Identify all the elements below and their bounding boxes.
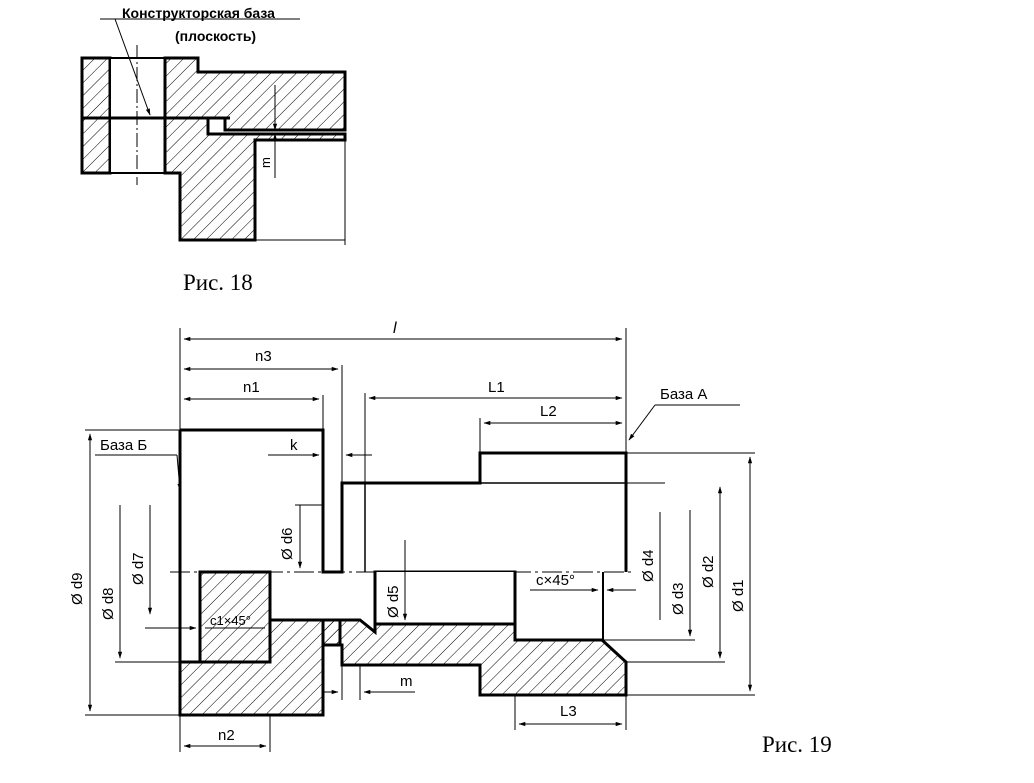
dim-d9: Ø d9 bbox=[69, 572, 86, 605]
dim-L1: L1 bbox=[488, 379, 505, 396]
dim-d3: Ø d3 bbox=[670, 582, 687, 615]
base-b-label: База Б bbox=[100, 437, 147, 454]
dim-chamfer-c1: c1×45° bbox=[210, 613, 251, 628]
fig18-caption: Рис. 18 bbox=[183, 270, 253, 295]
figure-18: m Конструкторская база (плоскость) Рис. … bbox=[80, 5, 347, 295]
dim-d7: Ø d7 bbox=[130, 552, 147, 585]
dim-k: k bbox=[290, 437, 298, 454]
fig19-bore-d5 bbox=[375, 572, 515, 624]
dim-chamfer-c: c×45° bbox=[536, 572, 575, 589]
dim-d2: Ø d2 bbox=[700, 555, 717, 588]
dim-L3: L3 bbox=[560, 703, 577, 720]
fig19-caption: Рис. 19 bbox=[762, 732, 832, 757]
figure-19: l n3 n1 L1 L2 База А База Б k Ø d9 bbox=[69, 320, 832, 757]
dim-d1: Ø d1 bbox=[730, 579, 747, 612]
dim-d5: Ø d5 bbox=[385, 585, 402, 618]
dim-n1: n1 bbox=[243, 379, 260, 396]
fig18-left-lower-section bbox=[80, 116, 112, 175]
fig18-lower-part bbox=[163, 116, 347, 242]
fig19-outline-upper bbox=[180, 428, 628, 574]
base-a-label: База А bbox=[660, 386, 707, 403]
dim-l: l bbox=[393, 320, 397, 337]
dim-L2: L2 bbox=[540, 403, 557, 420]
fig18-left-upper-section bbox=[80, 56, 112, 120]
dim-n2: n2 bbox=[218, 727, 235, 744]
dim-d6: Ø d6 bbox=[279, 527, 296, 560]
fig19-section-left bbox=[178, 570, 342, 717]
fig18-title-line2: (плоскость) bbox=[175, 28, 256, 44]
dim-d4: Ø d4 bbox=[640, 549, 657, 582]
fig18-dim-m: m bbox=[258, 157, 273, 168]
fig18-title-line1: Конструкторская база bbox=[122, 5, 275, 21]
dim-m: m bbox=[400, 673, 413, 690]
dim-d8: Ø d8 bbox=[100, 587, 117, 620]
dim-n3: n3 bbox=[255, 348, 272, 365]
